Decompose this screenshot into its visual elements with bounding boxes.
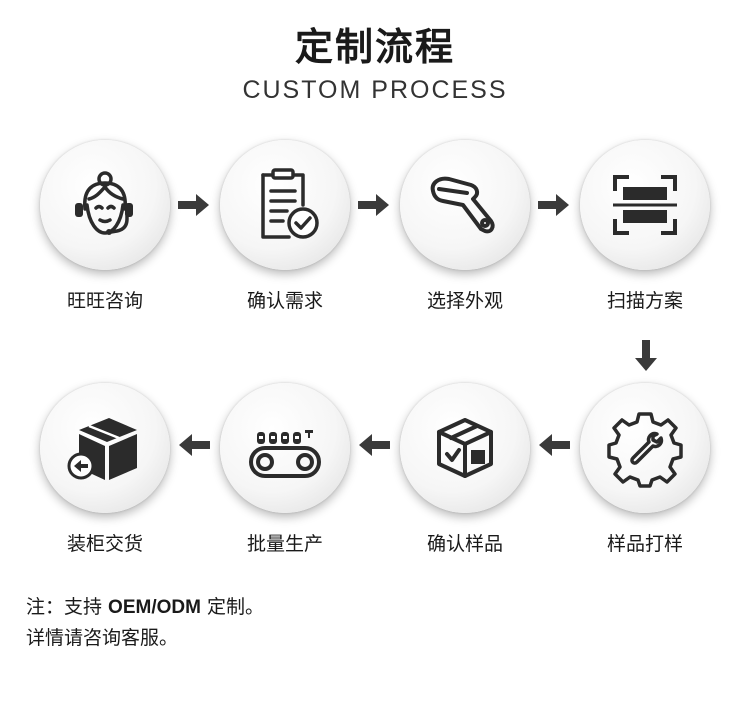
scan-frame-icon [613, 175, 677, 235]
arrow-left-icon [178, 433, 210, 457]
step-circle [220, 383, 350, 513]
step-label: 旺旺咨询 [66, 290, 143, 312]
footnote-prefix: 注：支持 [26, 596, 109, 618]
conveyor-belt-icon [249, 430, 321, 478]
step-circle [40, 140, 170, 270]
step-circle [400, 383, 530, 513]
step-scan-plan[interactable]: 扫描方案 [565, 140, 725, 340]
step-consult[interactable]: 旺旺咨询 [25, 140, 185, 340]
page-title: 定制流程 [294, 25, 455, 69]
footnote-line-1: 注：支持 OEM/ODM 定制。 [26, 592, 264, 623]
step-circle [220, 140, 350, 270]
step-mass-production[interactable]: 批量生产 [205, 383, 365, 583]
arrow-down-icon [634, 340, 658, 372]
step-label: 确认需求 [246, 290, 323, 312]
step-label: 选择外观 [426, 290, 503, 312]
gear-wrench-icon [607, 412, 683, 488]
clipboard-check-icon [261, 168, 319, 239]
step-container-delivery[interactable]: 装柜交货 [25, 383, 185, 583]
step-label: 装柜交货 [66, 533, 143, 555]
step-circle [580, 140, 710, 270]
arrow-left-icon [538, 433, 570, 457]
box-delivery-icon [67, 418, 137, 480]
step-sample-prototyping[interactable]: 样品打样 [565, 383, 725, 583]
package-check-icon [437, 418, 493, 478]
arrow-right-icon [178, 193, 210, 217]
footnote: 注：支持 OEM/ODM 定制。 详情请咨询客服。 [26, 592, 264, 653]
arrow-left-icon [358, 433, 390, 457]
customer-service-icon [75, 171, 133, 235]
step-circle [400, 140, 530, 270]
step-circle [580, 383, 710, 513]
step-label: 批量生产 [246, 533, 323, 555]
footnote-brand: OEM/ODM [108, 597, 201, 618]
step-circle [40, 383, 170, 513]
step-confirm-requirements[interactable]: 确认需求 [205, 140, 365, 340]
arrow-right-icon [358, 193, 390, 217]
step-label: 扫描方案 [606, 290, 683, 312]
footnote-suffix: 定制。 [200, 596, 264, 618]
step-choose-appearance[interactable]: 选择外观 [385, 140, 545, 340]
barcode-scanner-icon [430, 176, 495, 234]
step-label: 确认样品 [426, 533, 503, 555]
page-subtitle: CUSTOM PROCESS [242, 76, 508, 104]
step-label: 样品打样 [606, 533, 683, 555]
arrow-right-icon [538, 193, 570, 217]
step-confirm-sample[interactable]: 确认样品 [385, 383, 545, 583]
footnote-line-2: 详情请咨询客服。 [26, 627, 179, 649]
